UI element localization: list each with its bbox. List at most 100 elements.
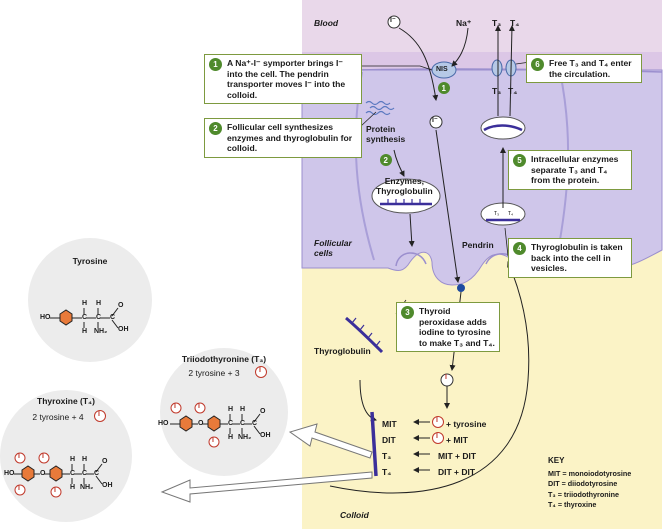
t3-c-1: C (228, 420, 234, 427)
arrow-protein-to-vesicle (393, 149, 405, 177)
pendrin-label: Pendrin (462, 240, 494, 250)
iodide-blood (387, 15, 401, 29)
step-5-text: Intracellular enzymes separate T₃ and T₄… (531, 154, 619, 185)
reactant-row: + tyrosine (446, 419, 487, 429)
t4-h-top-1: H (70, 456, 76, 463)
nis-label: NIS (436, 66, 448, 73)
reactant-row: DIT + DIT (438, 467, 476, 477)
key-entry: T₄ = thyroxine (548, 500, 597, 509)
tyrosine-structure (50, 307, 119, 329)
t3-iodine-2: I (198, 403, 200, 410)
step-1-text: A Na⁺-I⁻ symporter brings I⁻ into the ce… (227, 58, 346, 100)
reaction-row-t4: T₄ (382, 464, 397, 480)
tyrosine-h-top-2: H (96, 300, 102, 307)
tyrosine-circle (28, 238, 152, 362)
reaction-arrows (413, 419, 430, 473)
legend-key: KEY MIT = monoiodotyrosine DIT = diiodot… (548, 456, 631, 511)
t3-h-bot: H (228, 434, 234, 441)
iodide-colloid (440, 373, 454, 387)
iodide-colloid-label: I (445, 374, 447, 381)
reactant-row: MIT + DIT (438, 451, 477, 461)
t4-c-3: C (94, 470, 100, 477)
protein-synthesis-label: Protein synthesis (366, 124, 406, 144)
t4-iodine-4: I (54, 487, 56, 494)
arrow-iodide-to-pendrin (435, 129, 461, 283)
cell-t4-label: T₄ (508, 86, 518, 96)
t3-circle (160, 348, 288, 476)
step-6-text: Free T₃ and T₄ enter the circulation. (549, 58, 632, 79)
arrow-out-t4 (508, 25, 515, 117)
step-5-badge: 5 (513, 154, 526, 167)
tyrosine-nh2: NH₂ (94, 328, 108, 335)
tyrosine-ho: HO (40, 314, 51, 321)
step-1-badge: 1 (209, 58, 222, 71)
iodide-blood-label: I⁻ (390, 17, 396, 24)
step-2-badge: 2 (209, 122, 222, 135)
t3-iodines (170, 402, 220, 448)
step-3-text: Thyroid peroxidase adds iodine to tyrosi… (419, 306, 495, 348)
t3-oh: OH (260, 432, 271, 439)
t4-o-ether: O (40, 470, 46, 477)
key-entry: DIT = diiodotyrosine (548, 479, 618, 488)
t4-oh: OH (102, 482, 113, 489)
blood-label: Blood (314, 18, 339, 28)
arrow-vesicle-to-colloid (408, 213, 415, 247)
svg-text:2: 2 (384, 156, 389, 165)
iodide-cell-label: I⁻ (432, 117, 438, 124)
reaction-row-mit: MIT (382, 416, 397, 432)
t3-iodine-3: I (212, 437, 214, 444)
protein-synthesis-icon (365, 100, 395, 116)
t4-iodine-3: I (18, 485, 20, 492)
arrow-iodide-in (398, 27, 439, 101)
arrow-colloid-loop (329, 261, 530, 494)
step-2-callout: 2 Follicular cell synthesizes enzymes an… (204, 118, 362, 158)
t4-c-1: C (70, 470, 76, 477)
t3-t4-channel-left (491, 59, 503, 77)
key-heading: KEY (548, 456, 565, 465)
reaction-product: T₄ (382, 467, 392, 477)
t4-ho: HO (4, 470, 15, 477)
iodide-cell (429, 115, 443, 129)
t3-c-2: C (240, 420, 246, 427)
reaction-iodine-2: I (436, 433, 438, 440)
step-5-callout: 5 Intracellular enzymes separate T₃ and … (508, 150, 632, 190)
reaction-thyroglobulin-bar (370, 411, 378, 477)
pendrin-transporter (457, 284, 465, 292)
t3-c-3: C (252, 420, 258, 427)
t3-o: O (260, 408, 266, 415)
tyrosine-c-1: C (82, 314, 88, 321)
tyrosine-c-3: C (110, 314, 116, 321)
t4-iodines (14, 452, 62, 498)
reaction-iodine-1: I (436, 417, 438, 424)
tyrosine-o: O (118, 302, 124, 309)
step-badge-1-in-cell (438, 82, 450, 94)
arrow-to-t4-circle (160, 471, 373, 503)
t4-sub: 2 tyrosine + 4 (32, 412, 84, 422)
reaction-row-t3: T₃ (382, 448, 397, 464)
step-2-text: Follicular cell synthesizes enzymes and … (227, 122, 353, 153)
step-4-text: Thyroglobulin is taken back into the cel… (531, 242, 623, 273)
vesicle-t4-label: T₄ (508, 211, 513, 217)
t3-sub: 2 tyrosine + 3 (188, 368, 240, 378)
t4-sub-iodine-label: I (98, 411, 100, 418)
iodide-reaction-1 (432, 416, 444, 428)
tyrosine-title: Tyrosine (72, 256, 108, 266)
t3-h-top-2: H (240, 406, 246, 413)
separation-vesicle (480, 116, 526, 140)
key-entry: T₃ = triiodothyronine (548, 489, 620, 499)
t3-structure (170, 413, 261, 435)
t4-c-2: C (82, 470, 88, 477)
reaction-product: T₃ (382, 451, 392, 461)
t3-nh2: NH₂ (238, 434, 252, 441)
colloid-reaction-list: MIT DIT T₃ T₄ (382, 416, 397, 480)
t3-title: Triiodothyronine (T₃) (181, 354, 267, 364)
colloid-thyroglobulin (345, 316, 384, 354)
colloid-reactants-list: + tyrosine + MIT MIT + DIT DIT + DIT (438, 416, 487, 480)
arrow-na-in (451, 27, 469, 67)
step-6-badge: 6 (531, 58, 544, 71)
t4-h-bot: H (70, 484, 76, 491)
follicular-cells-label: Follicular cells (314, 238, 352, 258)
t4-iodine-2: I (42, 453, 44, 460)
t3-ho: HO (158, 420, 169, 427)
t4-o: O (102, 458, 108, 465)
